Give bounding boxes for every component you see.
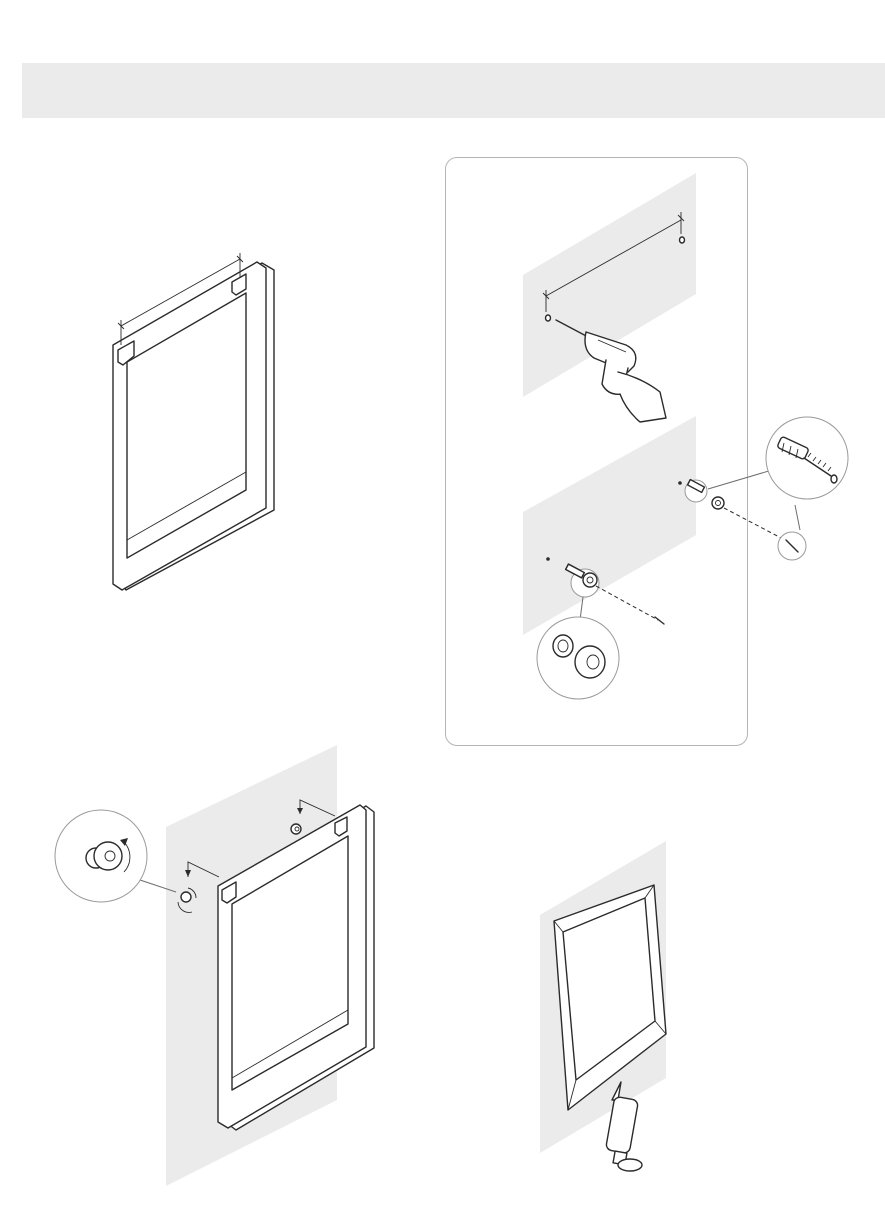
- step-1-mirror-figure: [113, 253, 274, 590]
- wall-plug-screw-detail-callout: [708, 417, 848, 560]
- rotate-button-detail-callout: [55, 810, 176, 902]
- step-4-sealant-figure: [540, 841, 666, 1171]
- step-2-wallplug-figure: [523, 416, 785, 635]
- wall-button-small-icon: [553, 635, 573, 657]
- step-3-hang-figure: [166, 745, 374, 1186]
- wall-button-large-icon: [575, 646, 605, 678]
- step-2-drill-figure: [523, 173, 696, 422]
